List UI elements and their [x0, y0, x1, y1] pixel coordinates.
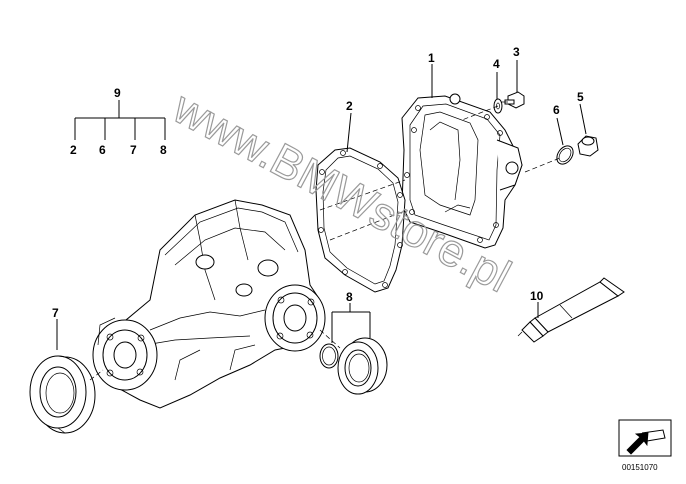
label-1: 1: [428, 51, 435, 65]
arrow-icon: [626, 432, 649, 455]
sealant-tube[interactable]: [517, 277, 625, 343]
label-6-group: 6: [99, 143, 106, 157]
label-2: 2: [346, 99, 353, 113]
label-7-group: 7: [130, 143, 137, 157]
label-6: 6: [553, 103, 560, 117]
differential-housing[interactable]: [92, 199, 326, 409]
label-4: 4: [493, 57, 500, 71]
label-7: 7: [52, 306, 59, 320]
shaft-seal-left[interactable]: [29, 355, 96, 434]
screw-plug[interactable]: [500, 91, 525, 109]
shaft-seal-right[interactable]: [337, 337, 388, 395]
snap-ring[interactable]: [319, 343, 339, 369]
filler-plug[interactable]: [577, 135, 599, 157]
label-8: 8: [346, 290, 353, 304]
o-ring[interactable]: [554, 143, 577, 167]
label-2-group: 2: [70, 143, 77, 157]
label-10: 10: [530, 289, 544, 303]
diagram-code-box: 00151070: [618, 419, 672, 472]
label-5: 5: [577, 90, 584, 104]
leader-lines: [56, 60, 587, 381]
diagram-code: 00151070: [622, 463, 658, 472]
cover-gasket[interactable]: [315, 147, 406, 293]
label-8-group: 8: [160, 143, 167, 157]
differential-cover[interactable]: [401, 93, 523, 249]
label-9: 9: [114, 86, 121, 100]
part-number-labels: 9 2 6 7 8 1 2 3 4 5 6 7 8 10: [52, 45, 584, 320]
label-3: 3: [513, 45, 520, 59]
